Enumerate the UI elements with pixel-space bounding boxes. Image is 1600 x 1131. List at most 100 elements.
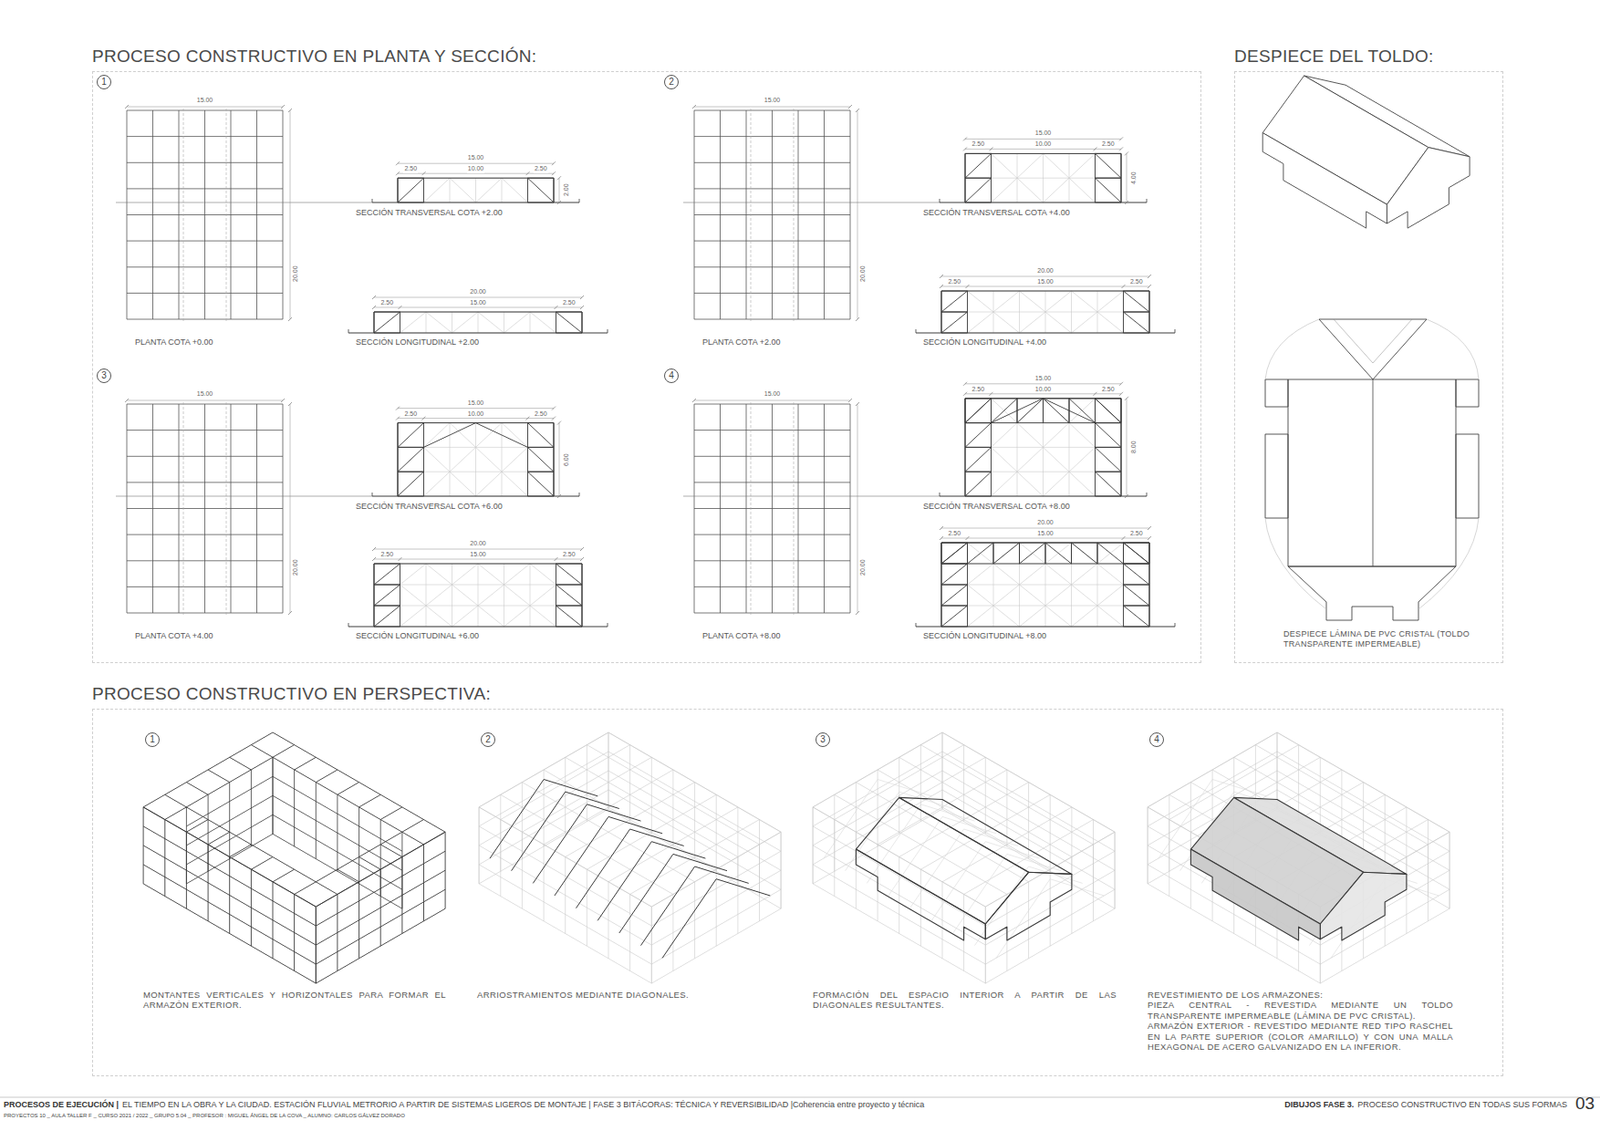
dimension: 2.50 [1129, 529, 1144, 538]
line [424, 471, 451, 497]
line [1122, 542, 1124, 627]
outline [1288, 566, 1456, 621]
line [941, 605, 968, 627]
line [966, 605, 968, 627]
dimension: 2.50 [403, 165, 418, 173]
line [1121, 398, 1123, 497]
line [556, 584, 583, 586]
line [126, 110, 283, 112]
line [1277, 732, 1278, 810]
line [833, 794, 835, 872]
line [1095, 446, 1123, 448]
line [336, 894, 338, 972]
line [1071, 584, 1099, 606]
line [920, 869, 922, 946]
line [966, 542, 968, 564]
line [965, 422, 992, 424]
line [966, 290, 968, 312]
line [965, 398, 967, 497]
line [1123, 290, 1151, 312]
line [1045, 605, 1072, 627]
line [504, 311, 531, 333]
line [1123, 542, 1151, 564]
line [716, 869, 717, 946]
line [229, 757, 252, 770]
line [991, 398, 1044, 424]
footer-credits: PROYECTOS 10 _ AULA TALLER F _ CURSO 202… [3, 1112, 406, 1120]
line [451, 563, 453, 627]
line [580, 295, 584, 300]
dimension: 10.00 [467, 165, 486, 173]
line [1097, 563, 1124, 585]
line [1069, 398, 1096, 424]
line [942, 882, 944, 959]
footer-row: PROCESOS DE EJECUCIÓN |EL TIEMPO EN LA O… [3, 1100, 925, 1111]
line [967, 542, 995, 564]
line [1119, 136, 1123, 141]
step-caption: FORMACIÓN DEL ESPACIO INTERIOR A PARTIR … [812, 989, 1117, 1011]
line [553, 423, 555, 497]
line [1123, 584, 1151, 586]
plan-title: PLANTA COTA +4.00 [135, 631, 213, 642]
line [476, 423, 529, 448]
dimension: 10.00 [1034, 140, 1053, 148]
line [337, 869, 360, 883]
line [1045, 290, 1072, 312]
line [989, 146, 994, 151]
line [397, 471, 425, 497]
line [1147, 536, 1152, 541]
line [359, 794, 382, 808]
outline [1418, 518, 1479, 610]
dimension: 2.50 [379, 299, 395, 307]
line [503, 311, 505, 333]
line [445, 831, 447, 909]
line [967, 290, 995, 312]
line [528, 177, 555, 203]
outline [855, 797, 1029, 925]
line [1045, 584, 1072, 606]
outline [1265, 319, 1320, 380]
line [555, 563, 557, 585]
line [272, 757, 274, 834]
line [1119, 382, 1123, 386]
line [397, 446, 425, 448]
line [694, 586, 851, 588]
line [694, 106, 851, 108]
line [1122, 542, 1124, 564]
line [780, 831, 782, 909]
section-title: SECCIÓN LONGITUDINAL +6.00 [355, 631, 479, 642]
line [423, 177, 425, 203]
line [857, 404, 859, 613]
line [124, 104, 129, 109]
line [965, 422, 992, 424]
line [556, 605, 583, 627]
line [586, 745, 588, 822]
line [528, 446, 555, 448]
line [965, 397, 1122, 399]
line [939, 198, 941, 203]
line [207, 794, 209, 872]
line [586, 869, 588, 946]
line [580, 305, 584, 310]
line [399, 311, 401, 333]
line [126, 106, 283, 108]
line [1017, 398, 1044, 424]
line [662, 879, 717, 959]
plan-title: PLANTA COTA +0.00 [135, 337, 213, 348]
dimension: 2.50 [1101, 385, 1116, 394]
outline [1455, 379, 1479, 407]
line [1045, 542, 1047, 564]
line [855, 782, 857, 860]
line [555, 584, 557, 606]
line [812, 807, 814, 884]
line [372, 496, 580, 498]
dimension: 15.00 [763, 390, 782, 398]
line [395, 416, 400, 421]
line [966, 542, 968, 564]
line [750, 108, 752, 323]
line [1094, 423, 1096, 448]
line [1122, 284, 1126, 289]
line [793, 402, 795, 617]
line [1017, 423, 1044, 448]
dimension: 20.00 [1036, 267, 1055, 275]
